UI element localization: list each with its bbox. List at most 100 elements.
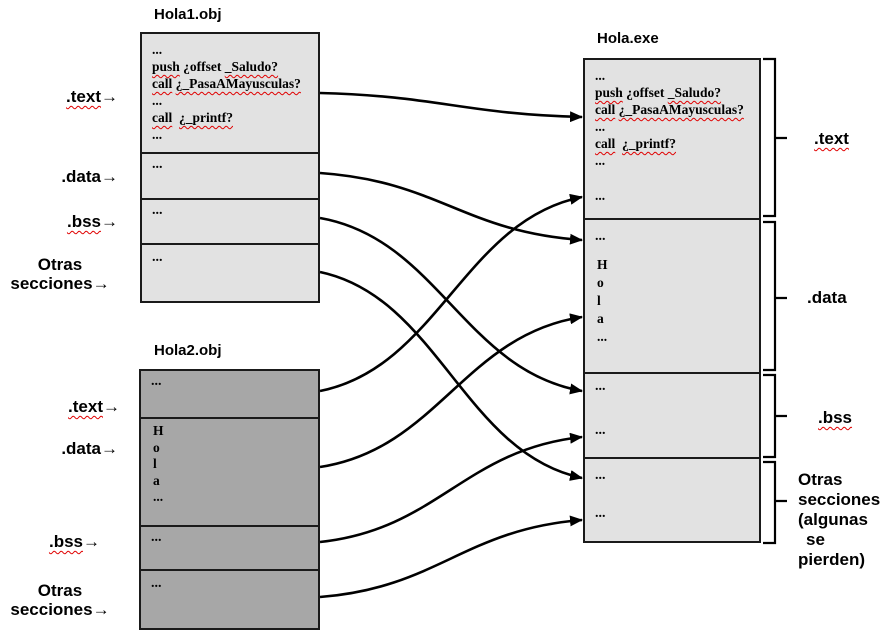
right-arrow-icon: →: [83, 532, 100, 551]
right-arrow-icon: →: [101, 439, 118, 458]
code-text: ...: [595, 153, 606, 168]
section-label-exe-text: .text: [814, 129, 849, 149]
section-label-text: .data: [807, 288, 847, 307]
code-line: ...: [152, 41, 318, 58]
misspelled-symbol: call: [152, 110, 173, 125]
section-label-text: .bss: [66, 212, 101, 231]
code-text: ...: [595, 188, 606, 203]
bracket-exe-bss: [763, 373, 787, 459]
hola2-box: ... H o l a ... ... ...: [139, 369, 320, 630]
section-label-text: .text: [68, 397, 103, 416]
hola2-bss-dots: ...: [151, 530, 162, 545]
hola2-title: Hola2.obj: [154, 342, 222, 359]
hola1-code: ...push ¿offset _Saludo?call ¿_PasaAMayu…: [142, 34, 318, 143]
bracket-exe-otras: [763, 460, 787, 545]
hola-letter: ...: [153, 489, 164, 504]
hola2-otras-section: ...: [141, 569, 318, 632]
hola2-bss-section: ...: [141, 525, 318, 569]
hola1-title: Hola1.obj: [154, 6, 222, 23]
section-label-text: .text: [814, 129, 849, 148]
right-arrow-icon: →: [101, 87, 118, 106]
hola-letter: o: [153, 439, 160, 455]
section-label-text: .data: [61, 167, 101, 186]
code-line: ...: [595, 118, 759, 135]
hola2-data-section: H o l a ...: [141, 417, 318, 525]
misspelled-symbol: push: [152, 59, 180, 74]
misspelled-symbol: call: [595, 102, 616, 117]
hola-letter: o: [597, 275, 604, 290]
hola1-data-dots: ...: [152, 157, 163, 172]
exe-data-dots: ...: [595, 229, 606, 244]
hola-letter: H: [153, 423, 164, 438]
arrow-hola1-otras-to-exe-otras: [319, 270, 583, 481]
section-label-text: .text: [66, 87, 101, 106]
section-label-text: se: [806, 530, 825, 549]
code-line: call ¿_PasaAMayusculas?: [595, 101, 759, 118]
exe-otras-dots-2: ...: [595, 506, 606, 521]
code-text: ...: [152, 93, 163, 108]
section-label-text: secciones: [10, 274, 93, 293]
arrow-hola2-bss-to-exe-bss: [319, 432, 583, 544]
hola-letter: l: [153, 456, 157, 471]
section-label-text: secciones: [10, 600, 93, 619]
exe-otras-section: ... ...: [585, 457, 759, 541]
exe-bss-dots-1: ...: [595, 379, 606, 394]
misspelled-symbol: call: [595, 136, 616, 151]
exe-otras-dots-1: ...: [595, 468, 606, 483]
code-line: call ¿_PasaAMayusculas?: [152, 75, 318, 92]
code-line: ...: [152, 92, 318, 109]
section-label-text: .bss: [48, 532, 83, 551]
right-arrow-icon: →: [92, 274, 110, 293]
misspelled-symbol: ¿_printf?: [179, 110, 233, 125]
misspelled-symbol: push: [595, 85, 623, 100]
hola1-box: ...push ¿offset _Saludo?call ¿_PasaAMayu…: [140, 32, 320, 303]
code-text: ...: [152, 42, 163, 57]
arrow-hola2-text-to-exe-text: [319, 193, 583, 393]
hola1-otras-dots: ...: [152, 250, 163, 265]
right-arrow-icon: →: [103, 397, 120, 416]
code-line: ...: [595, 67, 759, 84]
exe-title: Hola.exe: [597, 30, 659, 47]
code-text: ¿offset: [179, 59, 225, 74]
hola1-otras-section: ...: [142, 243, 318, 301]
section-label-text: secciones: [798, 490, 881, 509]
section-label-hola1-data: .data→: [18, 167, 118, 186]
section-label-exe-bss: .bss: [818, 408, 852, 428]
section-label-text: .data: [61, 439, 101, 458]
misspelled-symbol: ¿_printf?: [622, 136, 676, 151]
section-label-text: Otras: [798, 470, 843, 489]
code-text: ¿offset: [622, 85, 668, 100]
code-line: push ¿offset _Saludo?: [595, 84, 759, 101]
misspelled-symbol: _Saludo?: [224, 59, 279, 74]
exe-bss-dots-2: ...: [595, 423, 606, 438]
exe-bss-section: ... ...: [585, 372, 759, 457]
hola2-hola-string: H o l a ...: [141, 419, 318, 506]
section-label-text: Otras: [37, 255, 83, 274]
code-line: call ¿_printf?: [595, 135, 759, 152]
code-line: ...: [595, 187, 759, 204]
code-text: ...: [152, 127, 163, 142]
section-label-hola2-data: .data→: [18, 439, 118, 458]
code-text: [172, 110, 179, 125]
section-label-hola1-bss: .bss→: [18, 212, 118, 231]
hola2-text-section: ...: [141, 375, 318, 417]
code-line: push ¿offset _Saludo?: [152, 58, 318, 75]
hola2-text-dots: ...: [151, 374, 162, 389]
section-label-text: Otras: [37, 581, 83, 600]
bracket-exe-text: [763, 57, 787, 218]
code-text: ...: [595, 68, 606, 83]
section-label-text: pierden): [798, 550, 866, 569]
exe-text-section: ...push ¿offset _Saludo?call ¿_PasaAMayu…: [585, 60, 759, 218]
right-arrow-icon: →: [101, 167, 118, 186]
hola2-otras-dots: ...: [151, 576, 162, 591]
code-line: call ¿_printf?: [152, 109, 318, 126]
section-label-exe-data: .data: [807, 288, 847, 308]
arrow-hola1-text-to-exe-text: [319, 91, 583, 123]
misspelled-symbol: call: [152, 76, 173, 91]
code-text: [615, 136, 622, 151]
hola-letter: l: [597, 293, 601, 308]
